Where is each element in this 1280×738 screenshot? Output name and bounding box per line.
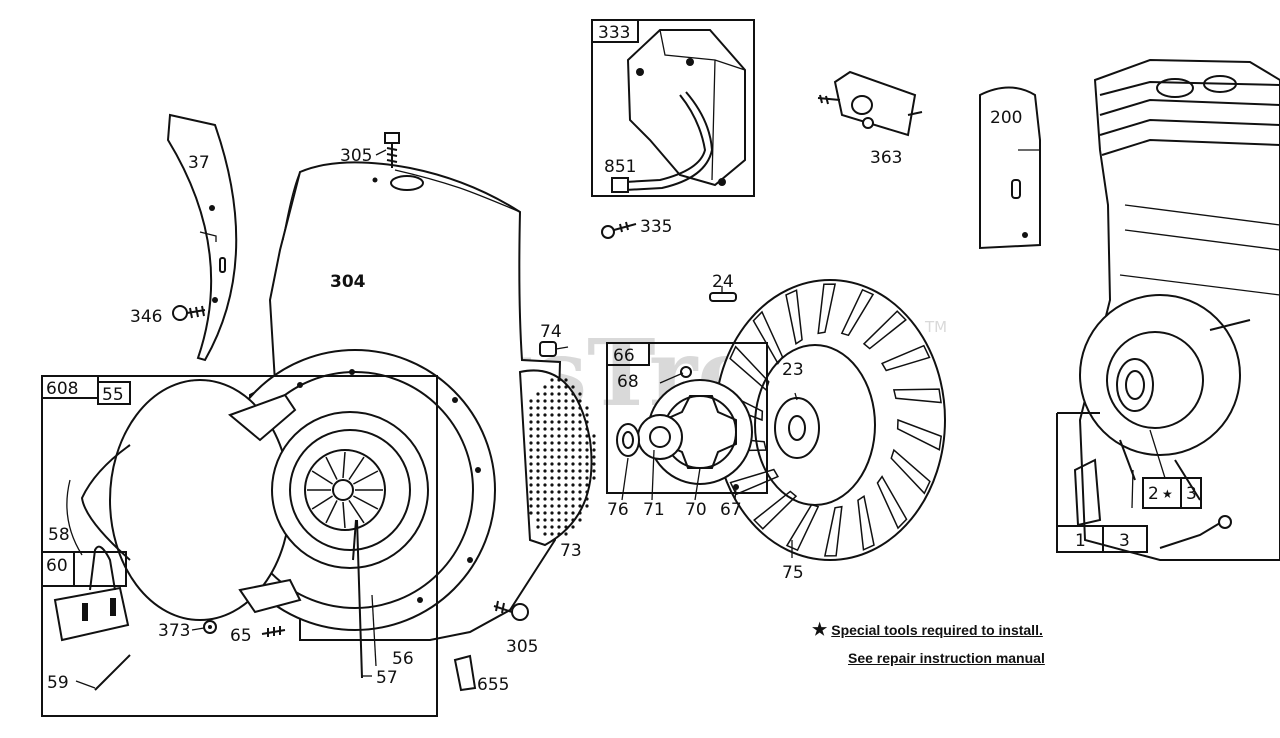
label-60: 60 [46,556,68,576]
pulley-spokes [307,451,383,529]
box-333-governor-assembly [591,19,755,197]
label-2: 2 [1148,484,1159,504]
label-74: 74 [540,322,562,342]
part-335-screw [601,221,637,239]
label-73: 73 [560,541,582,561]
label-65: 65 [230,626,252,646]
repair-manual-note: See repair instruction manual [848,650,1045,666]
label-70: 70 [685,500,707,520]
box-2-3-labels [1056,412,1202,553]
part-24-key [709,292,737,302]
label-59: 59 [47,673,69,693]
part-73-rotating-screen [518,369,596,547]
label-305-top: 305 [340,146,372,166]
label-346: 346 [130,307,162,327]
note-line-1: Special tools required to install. [831,622,1043,638]
part-65-screw [261,626,286,637]
label-655: 655 [477,675,509,695]
part-200-plate [979,86,1041,250]
label-363: 363 [870,148,902,168]
label-71: 71 [643,500,665,520]
label-68: 68 [617,372,639,392]
label-304: 304 [330,272,366,292]
label-1: 1 [1075,531,1086,551]
label-star-small: ★ [1162,487,1173,501]
label-333: 333 [598,23,630,43]
part-363-bracket [817,70,923,137]
watermark-tm: TM [924,318,947,336]
label-67: 67 [720,500,742,520]
label-75: 75 [782,563,804,583]
label-305-bottom: 305 [506,637,538,657]
label-335: 335 [640,217,672,237]
label-76: 76 [607,500,629,520]
screen-pattern [529,378,596,536]
part-305-bolt-bottom [493,600,529,621]
label-57: 57 [376,668,398,688]
star-icon: ★ [812,620,828,639]
box-66-clutch-assembly [606,342,768,494]
label-66: 66 [613,346,635,366]
part-655-clip [453,654,477,692]
box-608-starter-assembly [41,375,438,717]
part-346-bolt [172,305,206,321]
leader-lines [75,149,1166,689]
label-851: 851 [604,157,636,177]
label-3-upper: 3 [1186,484,1197,504]
label-37: 37 [188,153,210,173]
label-23: 23 [782,360,804,380]
part-labels: 333 851 335 363 200 37 305 304 346 74 24… [46,23,1197,695]
engine-block [1073,58,1280,561]
part-305-bolt-top [384,132,400,168]
note-line-2: See repair instruction manual [848,650,1045,666]
label-55: 55 [102,385,124,405]
label-200: 200 [990,108,1022,128]
label-58: 58 [48,525,70,545]
label-24: 24 [712,272,734,292]
label-608: 608 [46,379,78,399]
label-3-lower: 3 [1119,531,1130,551]
special-tools-note: ★Special tools required to install. [812,620,1043,640]
part-373-washer [203,620,217,634]
label-373: 373 [158,621,190,641]
part-74-nut [539,341,569,357]
label-56: 56 [392,649,414,669]
part-37-baffle [166,113,238,362]
